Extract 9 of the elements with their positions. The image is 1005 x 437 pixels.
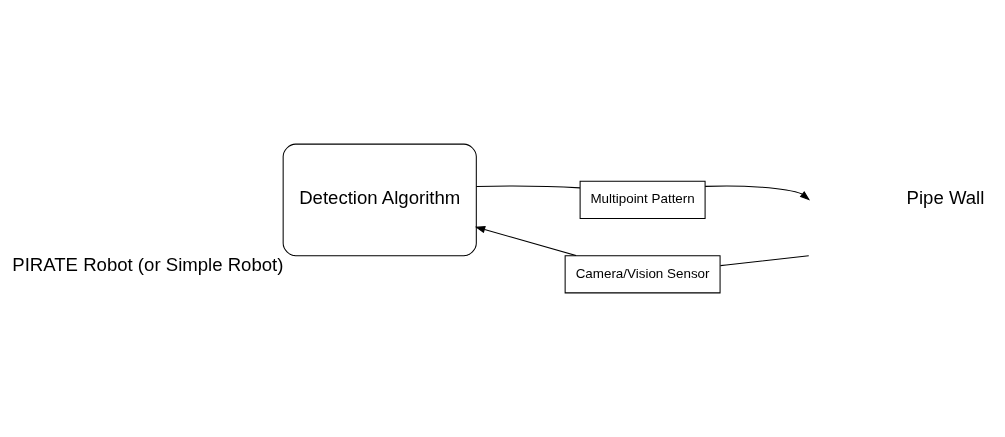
node-label: PIRATE Robot (or Simple Robot) xyxy=(12,253,284,275)
connector xyxy=(475,185,581,189)
node-box: Detection Algorithm xyxy=(282,143,477,257)
connector xyxy=(719,255,810,267)
node-box: Multipoint Pattern xyxy=(579,180,706,219)
label: Pipe Wall xyxy=(906,187,985,209)
arrow xyxy=(474,226,577,257)
arrow xyxy=(704,185,811,201)
node-box: Camera/Vision Sensor xyxy=(564,255,721,294)
